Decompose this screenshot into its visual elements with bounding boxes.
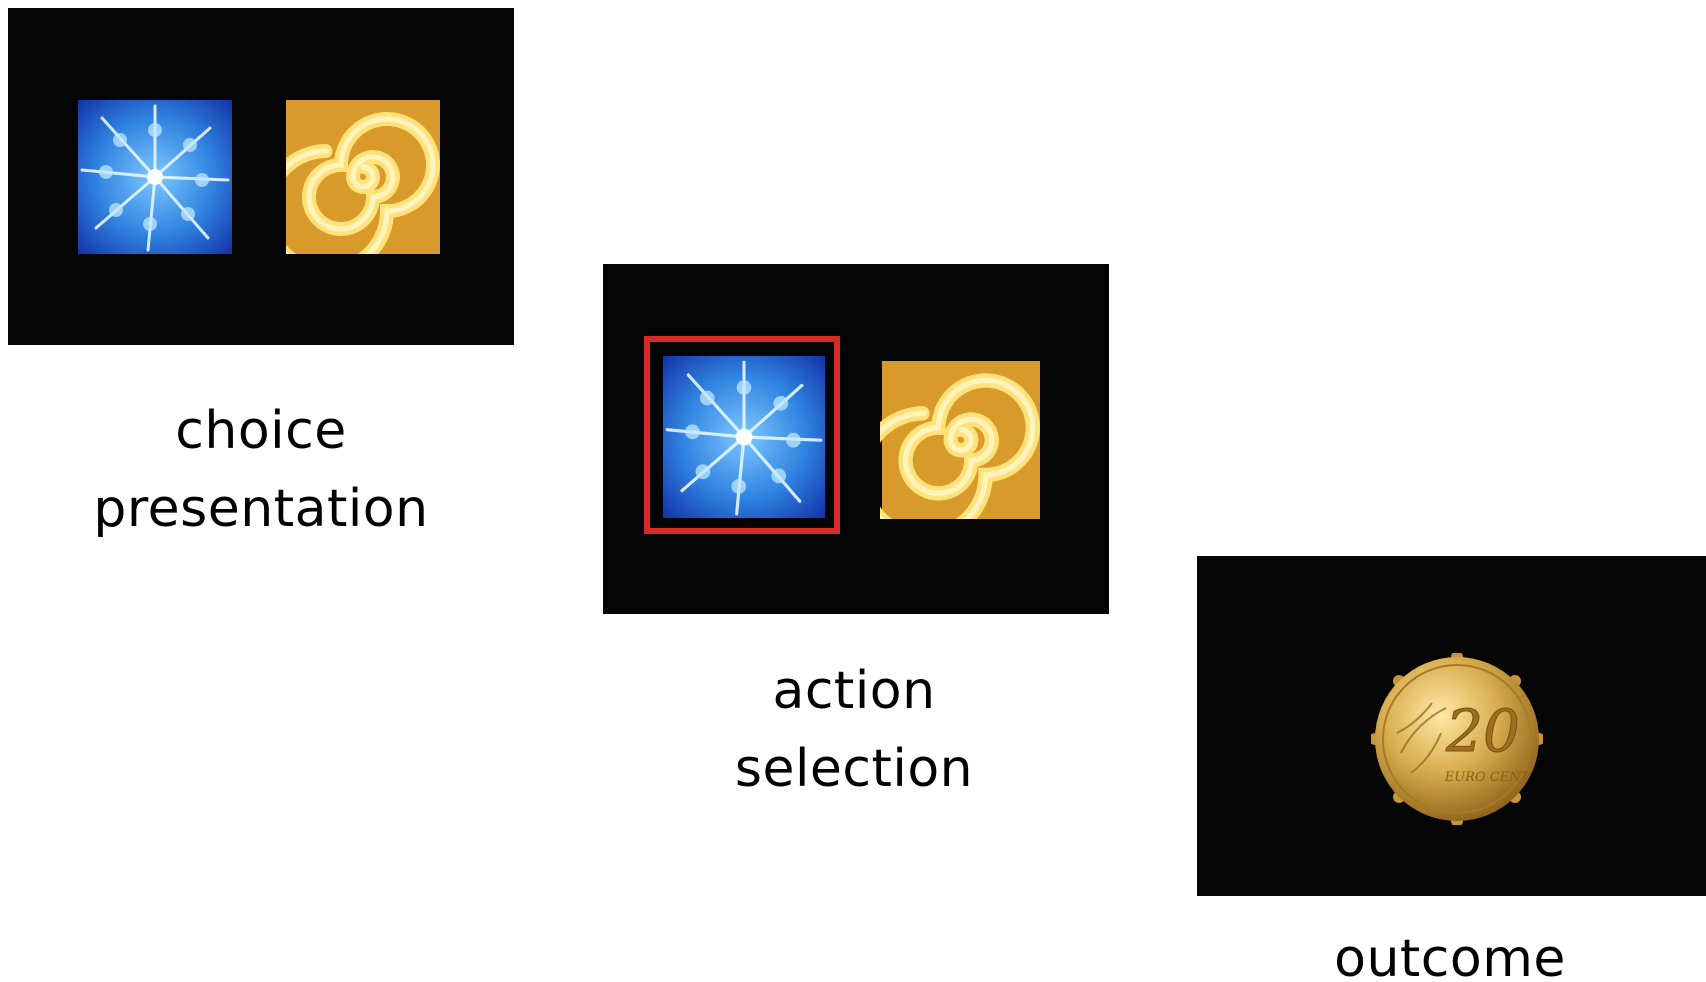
coin-denomination: 20 <box>1445 697 1520 765</box>
orange-spiral-fractal-icon <box>286 100 440 254</box>
coin-currency-text: EURO CENT <box>1444 770 1531 785</box>
stage-label-outcome: outcome <box>1334 929 1566 982</box>
20-cent-coin-icon: 20 EURO CENT <box>1371 653 1543 825</box>
outcome-screen: 20 EURO CENT <box>1197 556 1706 896</box>
choice-presentation-screen <box>8 8 514 345</box>
blue-snowflake-fractal-icon <box>78 100 232 254</box>
orange-spiral-fractal-icon <box>880 361 1040 519</box>
stage-label-choice-presentation: choice presentation <box>93 401 429 539</box>
selection-frame <box>644 336 840 534</box>
stage-label-action-selection: action selection <box>734 661 974 799</box>
blue-snowflake-fractal-icon <box>663 356 825 518</box>
action-selection-screen <box>603 264 1109 614</box>
